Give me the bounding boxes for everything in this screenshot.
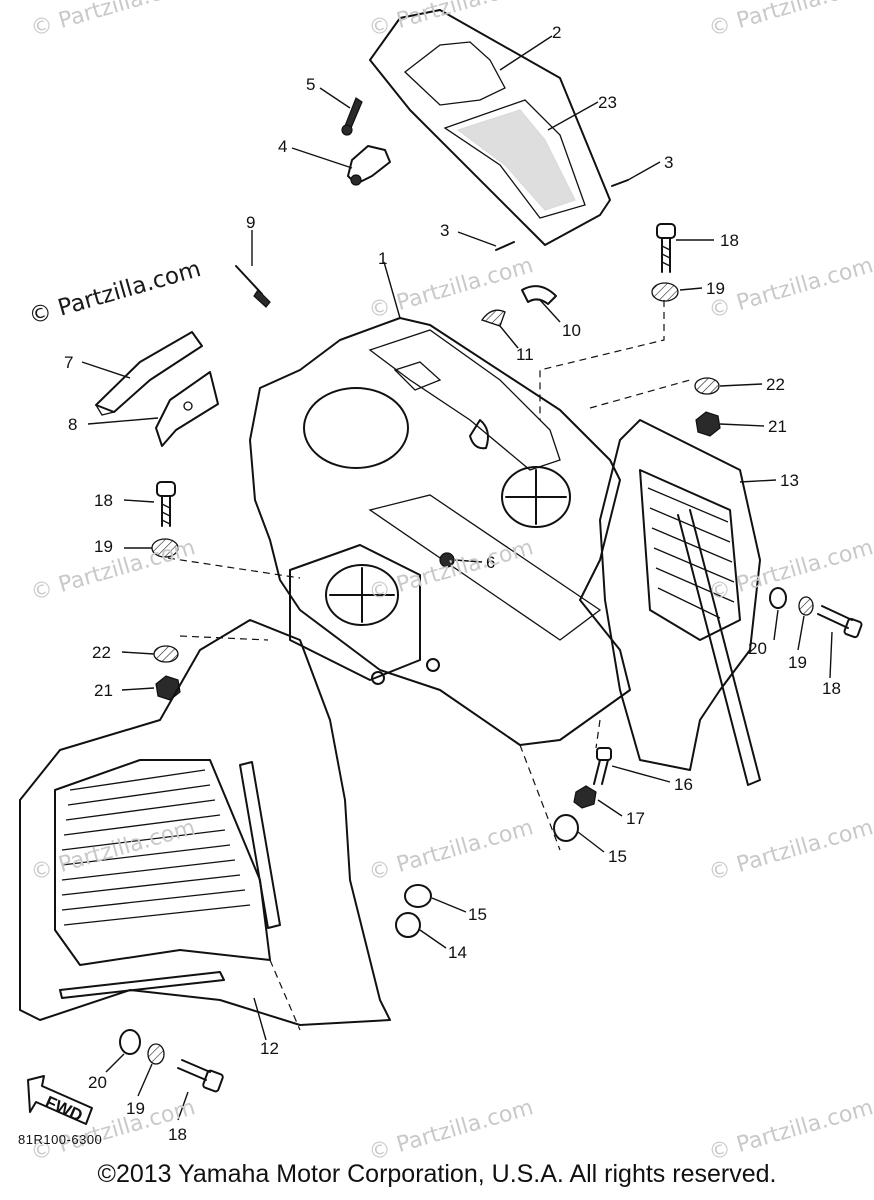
part-19-washer-bottom[interactable]	[147, 1043, 165, 1065]
part-22-grommet-right[interactable]	[694, 377, 720, 395]
part-18-bolt-right[interactable]	[817, 605, 863, 639]
callout-20-bottom: 20	[88, 1073, 107, 1092]
part-10-bracket[interactable]	[521, 285, 557, 305]
callout-5: 5	[306, 75, 315, 94]
part-21-nut-right[interactable]	[695, 411, 721, 437]
callout-7: 7	[64, 353, 73, 372]
callout-11: 11	[516, 345, 534, 364]
callout-10: 10	[562, 321, 581, 340]
part-20-washer-bottom[interactable]	[119, 1029, 141, 1055]
callout-15-right: 15	[608, 847, 627, 866]
callout-16: 16	[674, 775, 693, 794]
part-18-bolt-left-upper[interactable]	[156, 481, 176, 527]
callout-8: 8	[68, 415, 77, 434]
part-17-nut[interactable]	[573, 785, 597, 809]
callout-19-top: 19	[706, 279, 725, 298]
callout-22-right: 22	[766, 375, 785, 394]
callout-14: 14	[448, 943, 467, 962]
callout-19-bottom: 19	[126, 1099, 145, 1118]
callout-18-top: 18	[720, 231, 739, 250]
leader-lines	[81, 35, 833, 1121]
callout-3-left: 3	[440, 221, 449, 240]
callout-21-right: 21	[768, 417, 787, 436]
part-21-nut-left[interactable]	[155, 675, 181, 701]
part-7-bracket[interactable]	[95, 331, 203, 416]
assembly-lines	[167, 300, 691, 1031]
callout-labels: 2 23 3 3 5 4 9 18 19 1 10 11 7 8 22 21 1…	[42, 23, 841, 1144]
callout-22-left: 22	[92, 643, 111, 662]
part-15-grommet-right[interactable]	[553, 814, 579, 842]
callout-18-right: 18	[822, 679, 841, 698]
part-3-pin-right[interactable]	[611, 179, 629, 187]
callout-1: 1	[378, 249, 387, 268]
callout-18-bottom: 18	[168, 1125, 187, 1144]
callout-13: 13	[780, 471, 799, 490]
callout-18-left-upper: 18	[94, 491, 113, 510]
part-15-grommet-left[interactable]	[404, 884, 432, 908]
part-1-dash-panel[interactable]	[249, 317, 631, 746]
part-19-washer-top[interactable]	[651, 282, 679, 302]
part-4-clip[interactable]	[347, 145, 391, 186]
callout-19-right: 19	[788, 653, 807, 672]
callout-15-left: 15	[468, 905, 487, 924]
part-3-pin-left[interactable]	[495, 241, 515, 251]
callout-23: 23	[598, 93, 617, 112]
callout-19-left-upper: 19	[94, 537, 113, 556]
part-8-bracket[interactable]	[155, 371, 219, 447]
part-5-screw[interactable]	[341, 97, 363, 136]
fwd-label: FWD	[42, 1092, 85, 1125]
part-18-bolt-bottom[interactable]	[177, 1059, 224, 1093]
part-14-grommet[interactable]	[395, 912, 421, 938]
part-2-cover[interactable]	[369, 9, 611, 246]
part-18-bolt-top[interactable]	[656, 223, 676, 273]
callout-2: 2	[552, 23, 561, 42]
fwd-arrow	[27, 1075, 93, 1125]
part-19-washer-right[interactable]	[798, 596, 814, 616]
callout-21-left: 21	[94, 681, 113, 700]
diagram-code: 81R100-6300	[18, 1132, 103, 1147]
callout-12: 12	[260, 1039, 279, 1058]
callout-6: 6	[486, 553, 495, 572]
callout-3-right: 3	[664, 153, 673, 172]
part-11-clip[interactable]	[480, 309, 506, 327]
callout-20-right: 20	[748, 639, 767, 658]
part-6-nut[interactable]	[439, 552, 455, 568]
callout-4: 4	[278, 137, 287, 156]
callout-9: 9	[246, 213, 255, 232]
copyright-notice: ©2013 Yamaha Motor Corporation, U.S.A. A…	[97, 1160, 777, 1188]
part-22-grommet-left[interactable]	[153, 645, 179, 663]
part-9-screw[interactable]	[235, 265, 271, 308]
part-12-grille-left[interactable]	[19, 619, 391, 1026]
part-20-washer-right[interactable]	[769, 587, 787, 609]
part-13-grille-right[interactable]	[599, 419, 761, 786]
part-16-screw[interactable]	[593, 747, 612, 785]
callout-17: 17	[626, 809, 645, 828]
